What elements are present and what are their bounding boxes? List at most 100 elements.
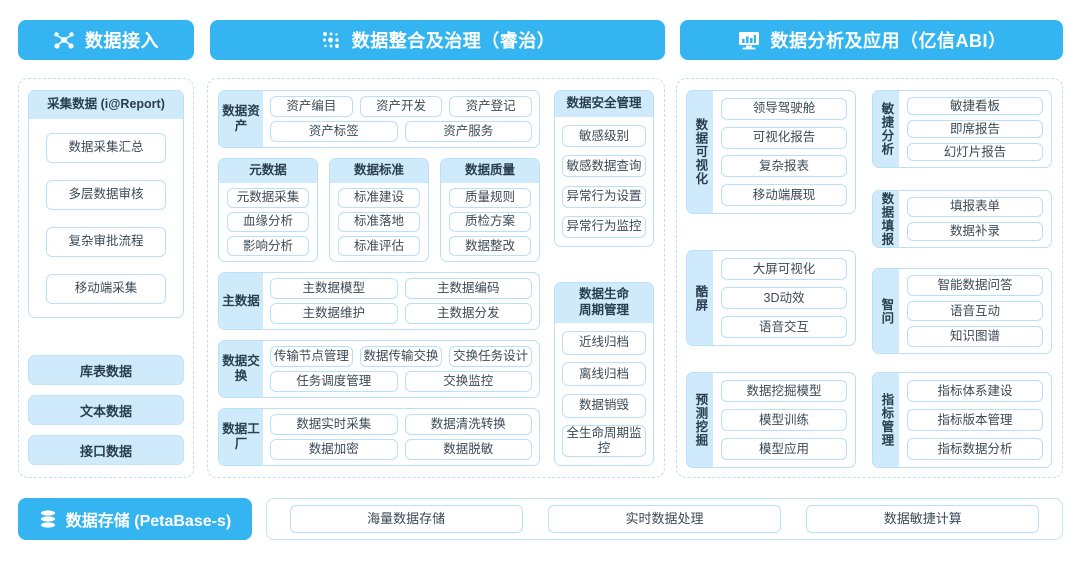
item-bigscreen-visual[interactable]: 大屏可视化 [721,258,847,280]
group-cool-screen[interactable]: 酷屏 大屏可视化 3D动效 语音交互 [686,250,856,346]
item-data-supplement[interactable]: 数据补录 [907,221,1043,241]
item-complex-approval[interactable]: 复杂审批流程 [46,226,166,257]
item-indicator-analysis[interactable]: 指标数据分析 [907,438,1043,460]
item-exchange-task[interactable]: 交换任务设计 [449,346,533,367]
item-slide-report[interactable]: 幻灯片报告 [907,143,1043,161]
item-entry-form[interactable]: 填报表单 [907,197,1043,217]
card-title: 采集数据 (i@Report) [29,91,183,119]
item-mining-model[interactable]: 数据挖掘模型 [721,380,847,402]
item-quality-plan[interactable]: 质检方案 [449,211,531,232]
storage-label[interactable]: 数据存储 (PetaBase-s) [18,498,252,540]
card-collect-data[interactable]: 采集数据 (i@Report) 数据采集汇总 多层数据审核 复杂审批流程 移动端… [28,90,184,318]
item-data-encrypt[interactable]: 数据加密 [270,439,398,460]
group-smart-ask[interactable]: 智问 智能数据问答 语音互动 知识图谱 [872,268,1052,354]
item-mobile-collect[interactable]: 移动端采集 [46,273,166,304]
item-asset-develop[interactable]: 资产开发 [359,96,443,117]
storage-title: 数据存储 (PetaBase-s) [65,513,232,530]
monitor-chart-icon [737,30,761,51]
item-voice-interact[interactable]: 语音交互 [721,316,847,338]
item-master-model[interactable]: 主数据模型 [270,278,398,299]
header-data-analytics[interactable]: 数据分析及应用（亿信ABI） [680,20,1063,60]
item-multilevel-review[interactable]: 多层数据审核 [46,179,166,210]
item-mobile-display[interactable]: 移动端展现 [721,184,847,207]
item-visual-report[interactable]: 可视化报告 [721,126,847,149]
item-asset-service[interactable]: 资产服务 [404,121,532,142]
card-data-quality[interactable]: 数据质量 质量规则 质检方案 数据整改 [440,158,540,262]
item-mass-storage[interactable]: 海量数据存储 [289,505,523,533]
card-title: 数据生命 周期管理 [555,283,653,323]
group-agile-analysis[interactable]: 敏捷分析 敏捷看板 即席报告 幻灯片报告 [872,90,1052,168]
item-data-transfer[interactable]: 数据传输交换 [359,346,443,367]
item-impact-analysis[interactable]: 影响分析 [227,236,309,257]
item-model-train[interactable]: 模型训练 [721,409,847,431]
item-collect-summary[interactable]: 数据采集汇总 [46,132,166,163]
item-anomaly-monitor[interactable]: 异常行为监控 [562,215,646,238]
group-master-data[interactable]: 主数据 主数据模型 主数据编码 主数据维护 主数据分发 [218,272,540,330]
item-indicator-system[interactable]: 指标体系建设 [907,380,1043,402]
item-complex-report[interactable]: 复杂报表 [721,155,847,178]
item-data-masking[interactable]: 数据脱敏 [404,439,532,460]
item-master-code[interactable]: 主数据编码 [404,278,532,299]
source-table-data[interactable]: 库表数据 [28,355,184,385]
item-master-publish[interactable]: 主数据分发 [404,303,532,324]
item-anomaly-setting[interactable]: 异常行为设置 [562,185,646,208]
item-knowledge-graph[interactable]: 知识图谱 [907,326,1043,348]
group-predictive-mining[interactable]: 预测挖掘 数据挖掘模型 模型训练 模型应用 [686,372,856,468]
item-indicator-version[interactable]: 指标版本管理 [907,409,1043,431]
card-data-security[interactable]: 数据安全管理 敏感级别 敏感数据查询 异常行为设置 异常行为监控 [554,90,654,247]
item-data-rectify[interactable]: 数据整改 [449,236,531,257]
group-label: 数据交换 [219,341,263,397]
item-transfer-node[interactable]: 传输节点管理 [270,346,353,367]
item-data-destroy[interactable]: 数据销毁 [562,393,646,418]
item-realtime-process[interactable]: 实时数据处理 [547,505,781,533]
item-asset-register[interactable]: 资产登记 [449,96,533,117]
item-agile-compute[interactable]: 数据敏捷计算 [806,505,1040,533]
source-text-data[interactable]: 文本数据 [28,395,184,425]
group-label: 智问 [873,269,899,353]
item-voice-dialog[interactable]: 语音互动 [907,300,1043,322]
group-label: 敏捷分析 [873,91,899,167]
item-adhoc-report[interactable]: 即席报告 [907,120,1043,138]
card-title: 数据质量 [441,159,539,183]
item-model-apply[interactable]: 模型应用 [721,438,847,460]
item-realtime-collect[interactable]: 数据实时采集 [270,414,398,435]
card-data-lifecycle[interactable]: 数据生命 周期管理 近线归档 离线归档 数据销毁 全生命周期监控 [554,282,654,466]
card-title: 数据安全管理 [555,91,653,117]
item-leader-cockpit[interactable]: 领导驾驶舱 [721,97,847,120]
header-data-governance[interactable]: 数据整合及治理（睿治） [210,20,665,60]
item-standard-build[interactable]: 标准建设 [338,187,420,208]
header-data-ingest[interactable]: 数据接入 [18,20,194,60]
database-stack-icon [39,509,57,529]
source-api-data[interactable]: 接口数据 [28,435,184,465]
item-agile-dashboard[interactable]: 敏捷看板 [907,97,1043,115]
item-lifecycle-monitor[interactable]: 全生命周期监控 [562,425,646,458]
group-indicator-management[interactable]: 指标管理 指标体系建设 指标版本管理 指标数据分析 [872,372,1052,468]
item-master-maintain[interactable]: 主数据维护 [270,303,398,324]
item-asset-tag[interactable]: 资产标签 [270,121,398,142]
card-data-standard[interactable]: 数据标准 标准建设 标准落地 标准评估 [329,158,429,262]
item-3d-effect[interactable]: 3D动效 [721,287,847,309]
item-lineage-analysis[interactable]: 血缘分析 [227,211,309,232]
item-exchange-monitor[interactable]: 交换监控 [404,371,532,392]
item-standard-evaluate[interactable]: 标准评估 [338,236,420,257]
group-label: 酷屏 [687,251,713,345]
item-standard-landing[interactable]: 标准落地 [338,211,420,232]
item-offline-archive[interactable]: 离线归档 [562,362,646,387]
group-data-exchange[interactable]: 数据交换 传输节点管理 数据传输交换 交换任务设计 任务调度管理 交换监控 [218,340,540,398]
group-label: 主数据 [219,273,263,329]
item-smart-qa[interactable]: 智能数据问答 [907,275,1043,296]
storage-items-panel: 海量数据存储 实时数据处理 数据敏捷计算 [266,498,1063,540]
group-data-factory[interactable]: 数据工厂 数据实时采集 数据清洗转换 数据加密 数据脱敏 [218,408,540,466]
item-task-schedule[interactable]: 任务调度管理 [270,371,398,392]
card-metadata[interactable]: 元数据 元数据采集 血缘分析 影响分析 [218,158,318,262]
item-metadata-collect[interactable]: 元数据采集 [227,187,309,208]
item-nearline-archive[interactable]: 近线归档 [562,330,646,355]
item-clean-transform[interactable]: 数据清洗转换 [404,414,532,435]
item-sensitive-level[interactable]: 敏感级别 [562,125,646,148]
item-quality-rule[interactable]: 质量规则 [449,187,531,208]
group-data-entry[interactable]: 数据填报 填报表单 数据补录 [872,190,1052,248]
item-sensitive-query[interactable]: 敏感数据查询 [562,155,646,178]
item-asset-catalog[interactable]: 资产编目 [270,96,353,117]
group-data-asset[interactable]: 数据资产 资产编目 资产开发 资产登记 资产标签 资产服务 [218,90,540,148]
group-data-visualization[interactable]: 数据可视化 领导驾驶舱 可视化报告 复杂报表 移动端展现 [686,90,856,214]
